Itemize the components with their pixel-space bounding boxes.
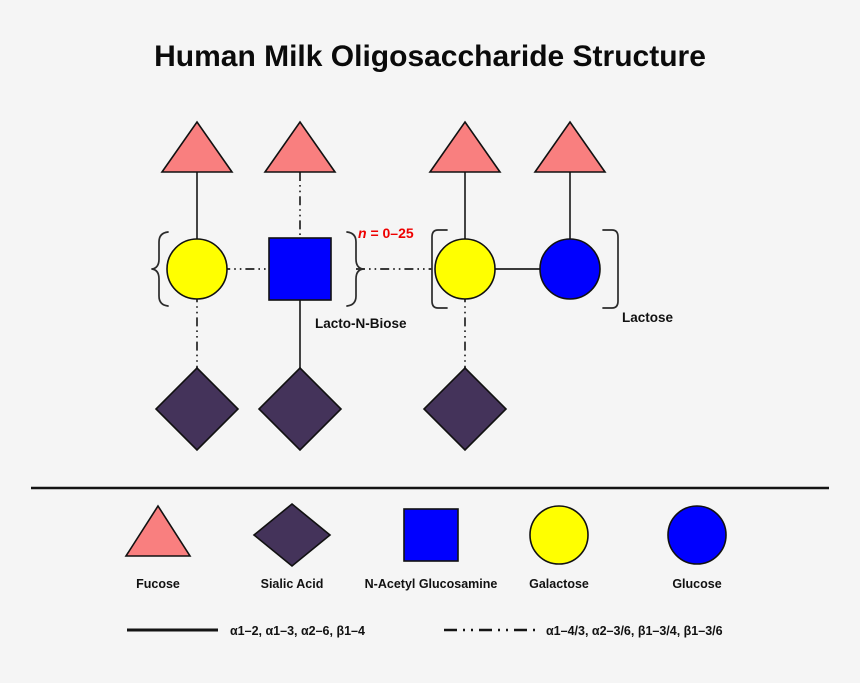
repeat-count-label: n = 0–25 — [358, 225, 414, 241]
residue-fucose-1[interactable] — [160, 120, 234, 173]
repeat-unit-brace-left — [151, 231, 169, 307]
legend-linkage-group: α1–2, α1–3, α2–6, β1–4 α1–4/3, α2–3/6, β… — [127, 624, 723, 638]
legend-swatch-galactose — [529, 505, 589, 565]
residue-galactose-2[interactable] — [434, 238, 496, 300]
lactose-bracket-right — [602, 229, 619, 309]
legend-label-glucose: Glucose — [672, 577, 721, 591]
lactose-bracket-left — [431, 229, 448, 309]
legend-label-sialic-acid: Sialic Acid — [261, 577, 324, 591]
residue-layer — [154, 120, 607, 452]
residue-glucose-1[interactable] — [539, 238, 601, 300]
page-title: Human Milk Oligosaccharide Structure — [154, 40, 706, 73]
residue-galactose-1[interactable] — [166, 238, 228, 300]
residue-sialic-acid-3[interactable] — [422, 366, 508, 452]
residue-fucose-2[interactable] — [263, 120, 337, 173]
legend-label-linkage-dashdot: α1–4/3, α2–3/6, β1–3/4, β1–3/6 — [546, 624, 723, 638]
annotation-layer: n = 0–25 Lacto-N-Biose Lactose — [315, 225, 674, 331]
repeat-unit-brace-right — [346, 231, 364, 307]
residue-glcnac-1[interactable] — [268, 237, 332, 301]
repeat-count-range: = 0–25 — [367, 225, 414, 241]
residue-sialic-acid-2[interactable] — [257, 366, 343, 452]
repeat-count-variable: n — [358, 225, 367, 241]
legend-swatch-glcnac — [403, 508, 459, 562]
legend-swatch-sialic-acid — [252, 502, 332, 568]
residue-fucose-4[interactable] — [533, 120, 607, 173]
bracket-layer — [151, 229, 619, 309]
lacto-n-biose-label: Lacto-N-Biose — [315, 316, 407, 331]
legend-label-galactose: Galactose — [529, 577, 589, 591]
legend-swatch-fucose — [124, 504, 192, 557]
legend-label-glcnac: N-Acetyl Glucosamine — [365, 577, 498, 591]
residue-sialic-acid-1[interactable] — [154, 366, 240, 452]
lactose-label: Lactose — [622, 310, 674, 325]
legend-label-linkage-solid: α1–2, α1–3, α2–6, β1–4 — [230, 624, 365, 638]
legend-label-fucose: Fucose — [136, 577, 180, 591]
residue-fucose-3[interactable] — [428, 120, 502, 173]
legend-swatch-glucose — [667, 505, 727, 565]
legend-shape-group: Fucose Sialic Acid N-Acetyl Glucosamine … — [124, 502, 727, 591]
